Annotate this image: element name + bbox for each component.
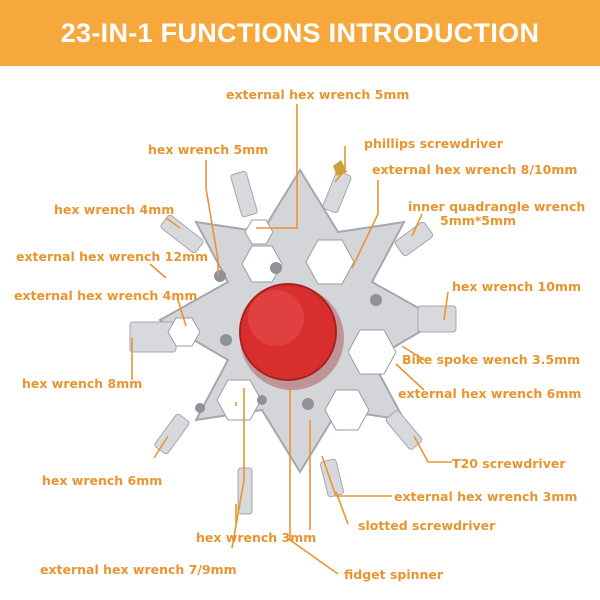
title-banner: 23-IN-1 FUNCTIONS INTRODUCTION — [0, 0, 600, 66]
leader-line — [401, 345, 425, 361]
arm-bottom-left — [237, 467, 253, 515]
leader-line — [351, 180, 379, 269]
label-hex-wrench-5mm: hex wrench 5mm — [148, 142, 269, 157]
hole — [370, 294, 382, 306]
arm-bottom-right — [320, 458, 344, 498]
label-external-hex-wrench-4mm: external hex wrench 4mm — [14, 288, 198, 303]
phillips-bit — [322, 170, 352, 214]
hex-cutout — [244, 219, 274, 245]
label-external-hex-wrench-5mm: external hex wrench 5mm — [226, 87, 410, 102]
hole — [302, 398, 314, 410]
label-inner-quadrangle-wrench: inner quadrangle wrench — [408, 199, 586, 214]
label-hex-wrench-10mm: hex wrench 10mm — [452, 279, 581, 294]
label-t20-screwdriver: T20 screwdriver — [452, 456, 566, 471]
label-bike-spoke-wrench: Bike spoke wench 3.5mm — [402, 352, 581, 367]
leader-line — [411, 213, 423, 237]
label-hex-wrench-4mm: hex wrench 4mm — [54, 202, 175, 217]
label-inner-quadrangle-size: 5mm*5mm — [440, 213, 517, 228]
hex-cutout — [167, 317, 201, 347]
leader-line — [231, 388, 245, 549]
leader-line — [153, 435, 169, 459]
spinner-highlight — [248, 290, 304, 346]
label-slotted-screwdriver: slotted screwdriver — [358, 518, 496, 533]
hex-cutout — [347, 329, 397, 375]
leader-line — [256, 104, 298, 229]
arm-left — [129, 321, 177, 353]
label-external-hex-wrench-6mm: external hex wrench 6mm — [398, 386, 582, 401]
label-hex-wrench-6mm: hex wrench 6mm — [42, 473, 163, 488]
leader-line — [177, 299, 187, 327]
hole — [214, 270, 226, 282]
label-external-hex-wrench-3mm: external hex wrench 3mm — [394, 489, 578, 504]
hole — [257, 395, 267, 405]
leader-line — [413, 435, 452, 463]
label-external-hex-wrench-12mm: external hex wrench 12mm — [16, 249, 209, 264]
label-phillips-screwdriver: phillips screwdriver — [364, 136, 503, 151]
leader-line — [321, 455, 392, 497]
leader-line — [335, 491, 349, 525]
leader-line — [443, 291, 449, 321]
leader-line — [334, 146, 346, 183]
hex-cutout — [305, 239, 355, 285]
label-hex-wrench-3mm: hex wrench 3mm — [196, 530, 317, 545]
arm-upper-left — [230, 170, 258, 218]
label-external-hex-wrench-8-10mm: external hex wrench 8/10mm — [372, 162, 578, 177]
leader-line — [289, 388, 339, 575]
arm-left-top — [160, 214, 204, 254]
hole — [195, 403, 205, 413]
label-external-hex-wrench-7-9mm: external hex wrench 7/9mm — [40, 562, 237, 577]
leader-line — [165, 217, 181, 229]
hole — [220, 334, 232, 346]
arm-right — [417, 305, 457, 333]
leader-lines — [131, 104, 452, 575]
hole — [270, 262, 282, 274]
leader-line — [395, 363, 425, 391]
hex-cutout — [324, 389, 370, 431]
arm-right-bottom — [385, 410, 423, 450]
hex-cutout — [241, 245, 283, 283]
leader-line — [205, 160, 219, 276]
snowflake-multitool — [129, 160, 457, 515]
arm-right-top — [394, 221, 434, 257]
page-title: 23-IN-1 FUNCTIONS INTRODUCTION — [60, 17, 540, 48]
leader-line — [149, 263, 167, 279]
label-fidget-spinner: fidget spinner — [344, 567, 444, 582]
label-hex-wrench-8mm: hex wrench 8mm — [22, 376, 143, 391]
hex-cutout — [216, 379, 262, 421]
